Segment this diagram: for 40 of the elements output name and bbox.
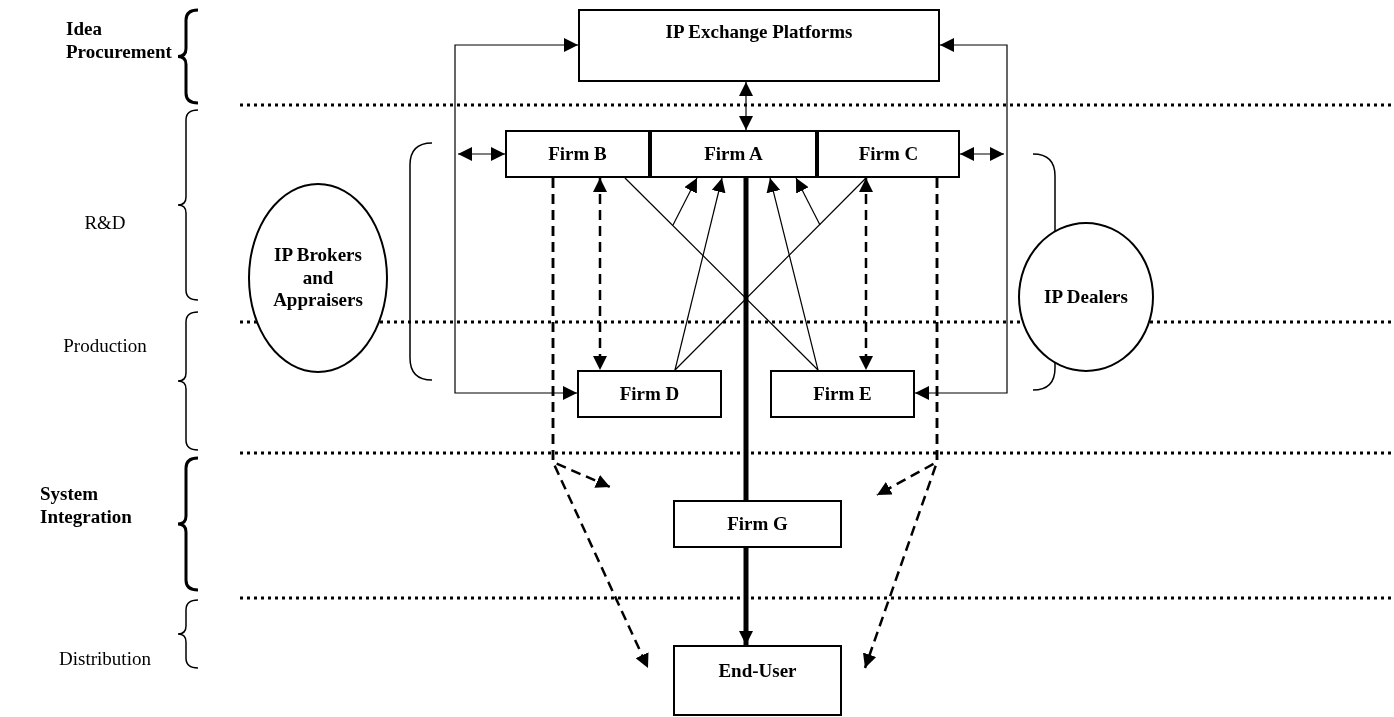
process-box [673,500,842,548]
process-box [577,370,722,418]
connector-arrow [863,178,939,669]
connector-arrow [457,147,506,161]
node-label: Firm A [704,142,763,166]
connector-arrow [959,147,1005,161]
node-label: End-User [718,660,797,683]
connector-arrow [859,178,873,370]
connector-arrow [454,38,579,400]
node-label: IP Brokers and Appraisers [272,243,364,313]
node-label: IP Dealers [1044,285,1128,309]
stage-label: Distribution [58,648,152,671]
node-label: IP Exchange Platforms [665,21,853,44]
process-box [578,9,940,82]
process-box [673,645,842,716]
process-box [770,370,915,418]
stage-label: R&D [83,212,127,235]
connector-arrow [766,177,819,371]
connector-arrow [593,178,607,370]
connector-arrow [551,178,650,669]
stage-label: Production [62,335,148,358]
node-label: Firm C [858,142,919,166]
connector-arrow [914,38,1008,400]
node-label: Firm E [813,382,872,406]
connector-line [674,177,867,371]
connector-line [624,177,819,371]
connector-arrow [672,177,698,226]
process-box [817,130,960,178]
process-box [505,130,650,178]
connector-arrow [739,548,753,645]
stage-label: Idea Procurement [66,18,173,64]
node-label: Firm G [727,512,788,536]
process-box [650,130,817,178]
connector-line [743,178,749,500]
connector-arrow [739,81,753,131]
connector-arrow [795,177,821,226]
stage-label: System Integration [40,483,133,529]
connector-arrow [674,177,726,371]
node-label: Firm D [619,382,680,406]
node-label: Firm B [548,142,607,166]
